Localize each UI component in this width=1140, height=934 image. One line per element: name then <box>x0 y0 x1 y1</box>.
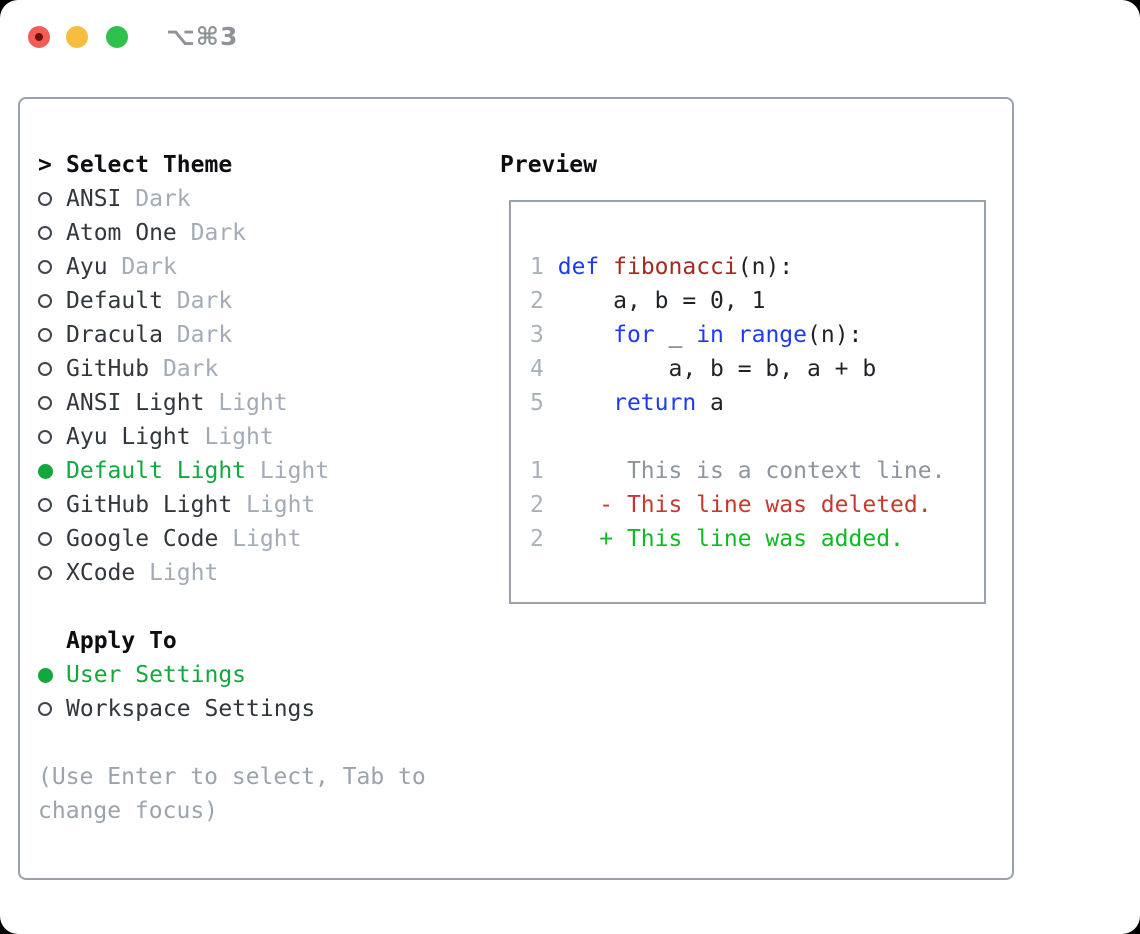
variant-tag: Light <box>232 526 302 552</box>
window-title: ⌥⌘3 <box>166 22 239 51</box>
option-label: GitHub Light <box>66 492 233 518</box>
option-label: Google Code <box>66 526 219 552</box>
variant-tag: Dark <box>176 322 233 348</box>
option-label: Ayu Light <box>66 424 191 450</box>
theme-option[interactable]: ANSI Dark <box>38 182 468 216</box>
apply-to-option[interactable]: Workspace Settings <box>38 692 468 726</box>
variant-tag: Light <box>218 390 288 416</box>
radio-icon <box>38 396 52 410</box>
code-block: 1 def fibonacci(n): 2 a, b = 0, 1 3 for _ … <box>530 250 984 556</box>
apply-to-header: Apply To <box>38 624 468 658</box>
preview-box: 1 def fibonacci(n): 2 a, b = 0, 1 3 for _ … <box>509 200 986 604</box>
code-line: 4 a, b = b, a + b <box>530 356 877 382</box>
option-label: XCode <box>66 560 136 586</box>
unsaved-dot-icon <box>35 33 43 41</box>
code-line: 3 for _ in range(n): <box>530 322 863 348</box>
code-line: 1 This is a context line. <box>530 458 946 484</box>
radio-selected-icon <box>38 667 53 683</box>
radio-icon <box>38 566 52 580</box>
variant-tag: Dark <box>162 356 219 382</box>
help-text: (Use Enter to select, Tab to change focu… <box>38 764 426 824</box>
option-label: ANSI Light <box>66 390 205 416</box>
code-line: 5 return a <box>530 390 724 416</box>
close-button[interactable] <box>28 26 50 48</box>
theme-option[interactable]: ANSI Light Light <box>38 386 468 420</box>
apply-to-option[interactable]: User Settings <box>38 658 468 692</box>
variant-tag: Light <box>259 458 330 484</box>
option-label: Atom One <box>66 220 177 246</box>
theme-option[interactable]: Ayu Dark <box>38 250 468 284</box>
titlebar: ⌥⌘3 <box>0 0 1140 72</box>
radio-icon <box>38 430 52 444</box>
code-line: 2 a, b = 0, 1 <box>530 288 766 314</box>
code-line <box>530 420 984 454</box>
variant-tag: Light <box>246 492 316 518</box>
option-label: Dracula <box>66 322 163 348</box>
zoom-button[interactable] <box>106 26 128 48</box>
spacer <box>38 726 468 760</box>
variant-tag: Dark <box>121 254 177 280</box>
radio-icon <box>38 192 52 206</box>
theme-option[interactable]: GitHub Dark <box>38 352 468 386</box>
code-line: 2 - This line was deleted. <box>530 492 932 518</box>
focus-prompt-icon: > <box>38 152 52 178</box>
radio-selected-icon <box>38 463 53 479</box>
radio-icon <box>38 532 52 546</box>
radio-icon <box>38 294 52 308</box>
option-label: Workspace Settings <box>66 696 316 722</box>
theme-option[interactable]: XCode Light <box>38 556 468 590</box>
preview-title: Preview <box>500 152 597 178</box>
radio-icon <box>38 702 52 716</box>
code-line: 2 + This line was added. <box>530 526 904 552</box>
option-label: Default Light <box>66 458 247 484</box>
radio-icon <box>38 260 52 274</box>
variant-tag: Dark <box>176 288 233 314</box>
radio-icon <box>38 226 52 240</box>
option-label: GitHub <box>66 356 150 382</box>
variant-tag: Light <box>149 560 219 586</box>
variant-tag: Dark <box>135 186 191 212</box>
theme-option[interactable]: Google Code Light <box>38 522 468 556</box>
variant-tag: Light <box>204 424 274 450</box>
spacer <box>38 590 468 624</box>
radio-icon <box>38 362 52 376</box>
theme-option[interactable]: GitHub Light Light <box>38 488 468 522</box>
theme-option[interactable]: Ayu Light Light <box>38 420 468 454</box>
radio-icon <box>38 328 52 342</box>
radio-icon <box>38 498 52 512</box>
option-label: ANSI <box>66 186 122 212</box>
theme-option[interactable]: Default Dark <box>38 284 468 318</box>
select-theme-title: Select Theme <box>66 152 233 178</box>
select-theme-header: > Select Theme <box>38 148 468 182</box>
option-label: User Settings <box>66 662 247 688</box>
code-line: 1 def fibonacci(n): <box>530 254 794 280</box>
option-label: Ayu <box>66 254 108 280</box>
theme-option[interactable]: Dracula Dark <box>38 318 468 352</box>
variant-tag: Dark <box>190 220 247 246</box>
apply-to-title: Apply To <box>66 628 177 654</box>
option-label: Default <box>66 288 163 314</box>
theme-option[interactable]: Atom One Dark <box>38 216 468 250</box>
theme-option[interactable]: Default Light Light <box>38 454 468 488</box>
minimize-button[interactable] <box>66 26 88 48</box>
